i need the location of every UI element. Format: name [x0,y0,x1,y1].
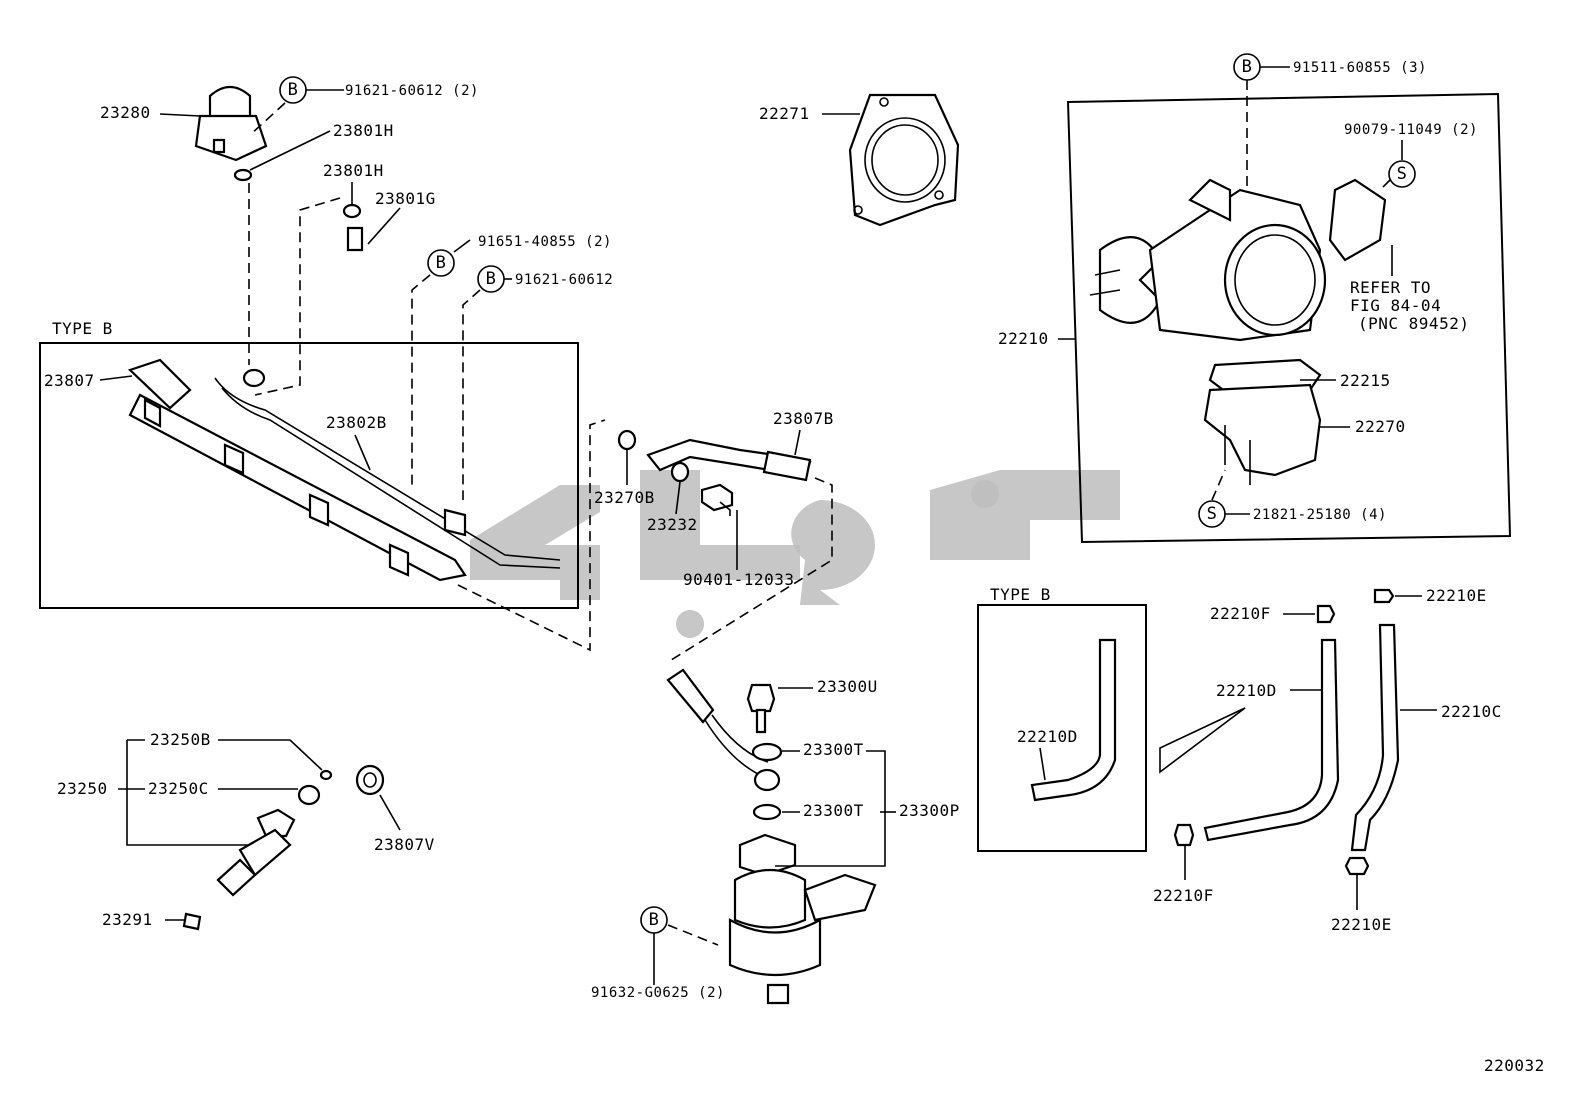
hose-22210C-drawing [1350,623,1400,852]
bolt-b-letter-4: B [1242,57,1253,77]
label-22210F-upper: 22210F [1210,604,1271,623]
o-ring-23801H [342,203,362,219]
clip-22210E-upper [1373,588,1395,604]
bolt-b-letter-3: B [486,269,497,289]
label-22210: 22210 [998,329,1049,348]
label-23300P: 23300P [899,801,960,820]
label-22210C: 22210C [1441,702,1502,721]
label-91632-G0625-2: 91632-G0625 (2) [591,985,725,1001]
refer-line-2: FIG 84-04 [1350,296,1441,315]
throttle-body-drawing [1089,178,1387,342]
label-22210E-upper: 22210E [1426,586,1487,605]
label-23250: 23250 [57,779,108,798]
grommet-23807V-drawing [355,764,385,796]
refer-line-3: (PNC 89452) [1358,314,1469,333]
type-b-frame-left [39,342,579,609]
pressure-regulator-drawing [666,668,877,1005]
direction-arrow [1159,707,1246,774]
type-b-label-left: TYPE B [52,319,113,338]
screw-s-letter-2: S [1207,504,1218,524]
label-91621-60612-2: 91621-60612 (2) [345,83,479,99]
label-21821-25180-4: 21821-25180 (4) [1253,507,1387,523]
label-90401-12033: 90401-12033 [683,570,794,589]
label-23801H-lower: 23801H [323,161,384,180]
screw-s-letter-1: S [1397,164,1408,184]
label-22210D: 22210D [1216,681,1277,700]
label-22271: 22271 [759,104,810,123]
label-23280: 23280 [100,103,151,122]
hose-type-b-drawing [1030,638,1117,802]
isc-valve-drawing [1203,358,1322,485]
label-23291: 23291 [102,910,153,929]
label-23300U: 23300U [817,677,878,696]
label-23270B: 23270B [594,488,655,507]
o-ring-23250B [319,769,333,781]
type-b-frame-right [977,604,1147,852]
label-91621-60612: 91621-60612 [515,272,613,288]
screw-s-circle-1 [1388,160,1416,188]
insulator-23250C [297,784,321,806]
label-23807V: 23807V [374,835,435,854]
label-22210E-lower: 22210E [1331,915,1392,934]
bolt-b-letter-5: B [649,910,660,930]
label-22210D-typeB: 22210D [1017,727,1078,746]
label-23802B: 23802B [326,413,387,432]
clip-22210F-lower [1173,823,1195,847]
refer-line-1: REFER TO [1350,278,1431,297]
label-22210F-lower: 22210F [1153,886,1214,905]
label-23300T-lower: 23300T [803,801,864,820]
label-90079-11049-2: 90079-11049 (2) [1344,122,1478,138]
label-23807B: 23807B [773,409,834,428]
label-23250C: 23250C [148,779,209,798]
pulsation-damper-drawing [194,85,268,182]
label-23232: 23232 [647,515,698,534]
bolt-b-circle-2 [427,249,455,277]
label-23801H-upper: 23801H [333,121,394,140]
label-22215: 22215 [1340,371,1391,390]
injector-drawing [216,808,296,897]
seal-23291 [182,912,202,931]
bolt-b-letter-1: B [288,80,299,100]
union-23801G [346,226,364,252]
throttle-body-frame [1066,92,1512,544]
fuel-hose-23807B-drawing [617,429,812,516]
hose-22210D-drawing [1203,638,1340,842]
gasket-22271-drawing [848,93,960,227]
clip-22210F-upper [1316,604,1336,624]
clip-22210E-lower [1344,856,1370,876]
type-b-label-right: TYPE B [990,585,1051,604]
label-23801G: 23801G [375,189,436,208]
fuel-rail-drawing [127,358,561,582]
label-22270: 22270 [1355,417,1406,436]
label-23250B: 23250B [150,730,211,749]
label-23300T-upper: 23300T [803,740,864,759]
label-23807: 23807 [44,371,95,390]
figure-number: 220032 [1484,1056,1545,1075]
bolt-b-letter-2: B [436,253,447,273]
label-91651-40855-2: 91651-40855 (2) [478,234,612,250]
label-91511-60855-3: 91511-60855 (3) [1293,60,1427,76]
watermark-logo [470,470,1120,638]
